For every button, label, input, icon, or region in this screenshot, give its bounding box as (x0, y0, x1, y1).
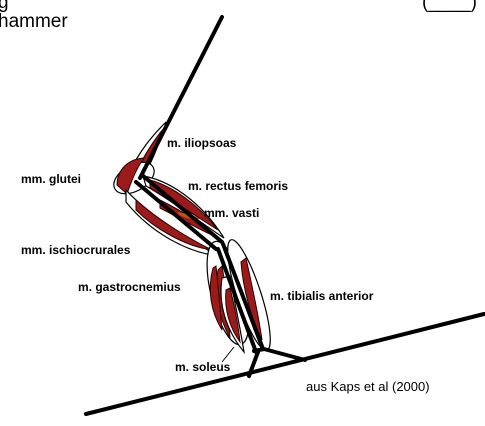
label-ischiocrurales: mm. ischiocrurales (21, 243, 131, 257)
label-glutei: mm. glutei (21, 172, 81, 186)
label-vasti: mm. vasti (204, 206, 259, 220)
header-hammer: hammer (0, 11, 68, 32)
label-soleus: m. soleus (175, 360, 231, 374)
source-citation: aus Kaps et al (2000) (306, 379, 430, 394)
label-tibialis-anterior: m. tibialis anterior (270, 289, 374, 303)
label-iliopsoas: m. iliopsoas (167, 136, 237, 150)
header-fragment-right: (____) (422, 0, 477, 13)
ground-line (86, 314, 484, 414)
label-rectus-femoris: m. rectus femoris (188, 179, 288, 193)
label-gastrocnemius: m. gastrocnemius (78, 280, 181, 294)
